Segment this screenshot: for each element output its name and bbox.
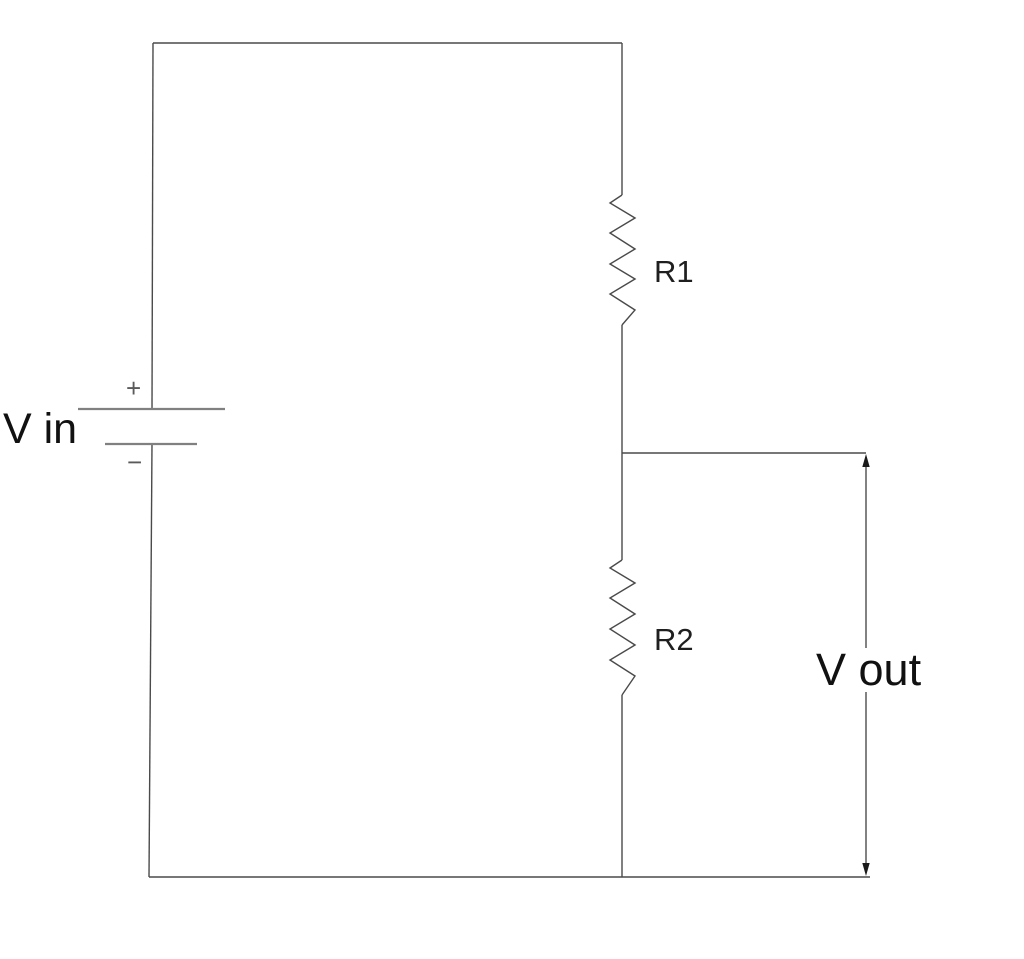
vout-label: V out xyxy=(816,644,922,695)
battery-minus-label: − xyxy=(127,447,142,477)
left-wire-lower xyxy=(148,443,153,878)
battery-plus-label: + xyxy=(126,373,141,403)
resistor-r1-zigzag xyxy=(608,194,637,326)
arrow-up-icon xyxy=(862,454,870,467)
resistor-r2-zigzag xyxy=(608,559,637,696)
vout-arrow xyxy=(862,454,870,876)
r1-label: R1 xyxy=(654,254,694,289)
battery-symbol: + − xyxy=(78,373,225,477)
arrow-down-icon xyxy=(862,863,870,876)
left-wire-upper xyxy=(151,42,154,410)
r2-label: R2 xyxy=(654,622,694,657)
circuit-wires xyxy=(148,42,870,878)
vin-label: V in xyxy=(3,405,77,453)
